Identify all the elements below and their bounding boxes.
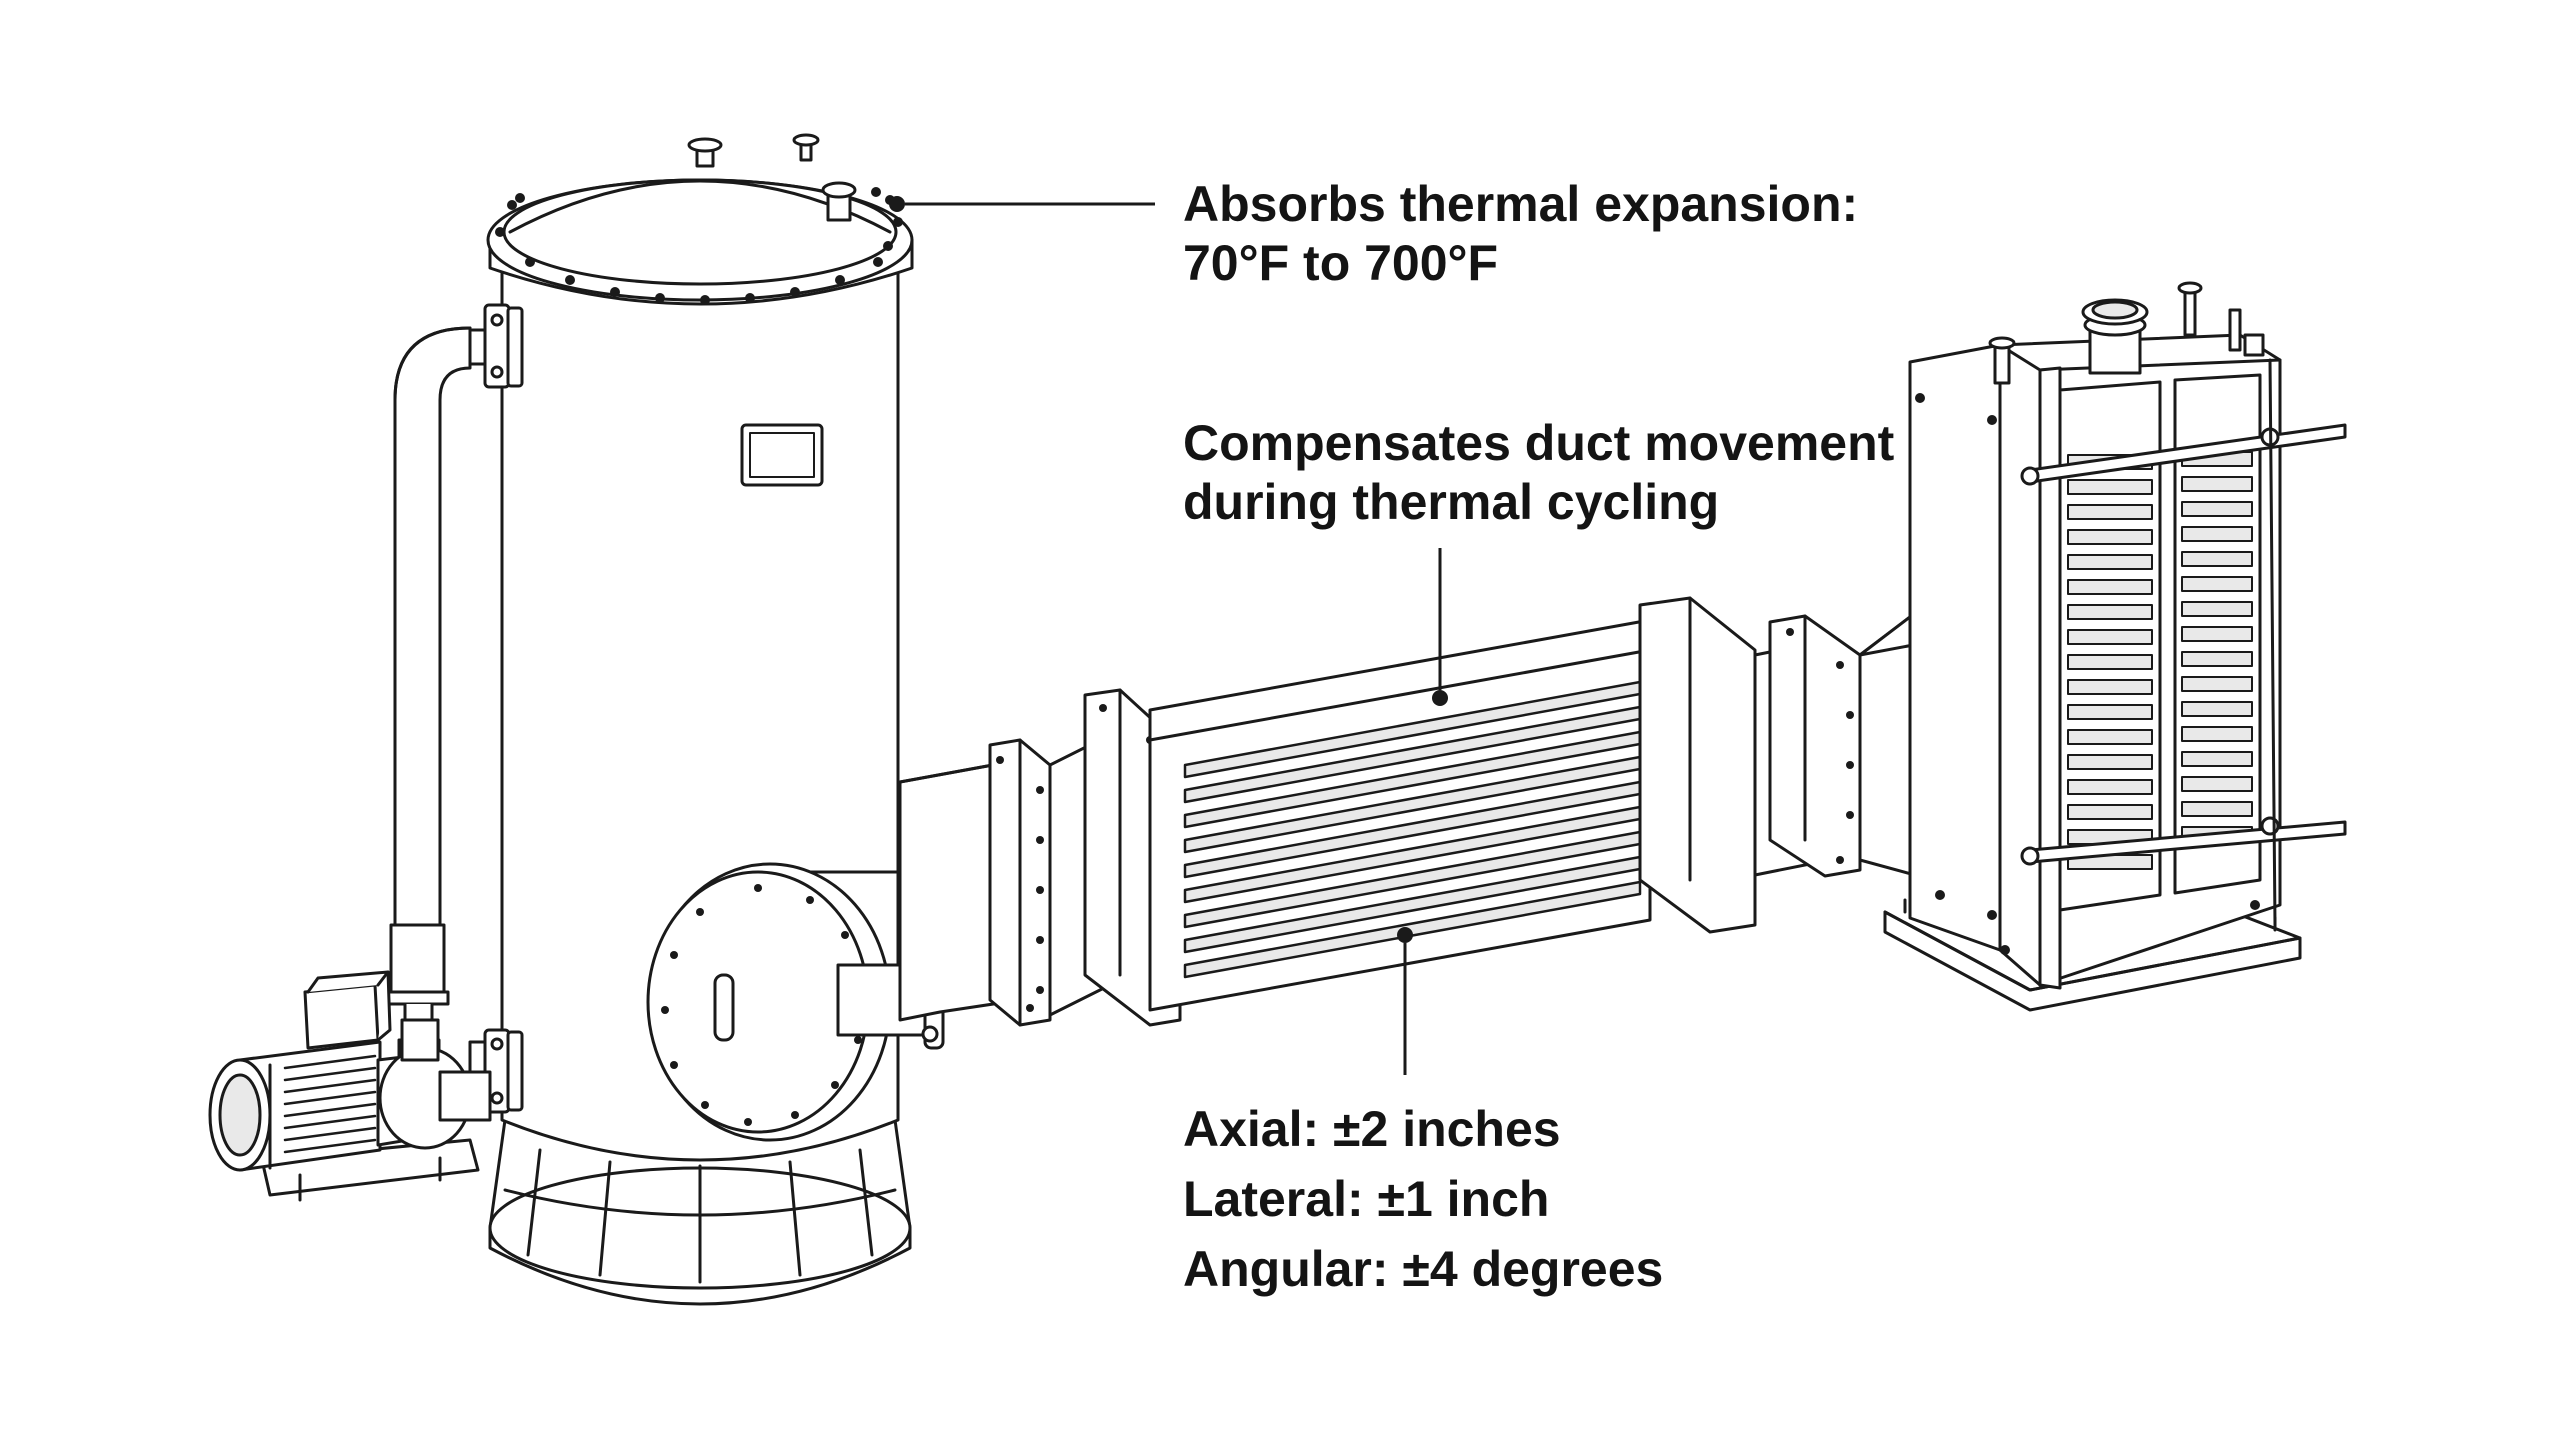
duct-callout-dot bbox=[1432, 690, 1448, 706]
tank-nameplate bbox=[740, 423, 824, 487]
duct-callout-line1: Compensates duct movement bbox=[1183, 415, 1895, 471]
expansion-callout: Absorbs thermal expansion: 70°F to 700°F bbox=[1183, 175, 1858, 293]
movement-callout: Axial: ±2 inches Lateral: ±1 inch Angula… bbox=[1183, 1094, 1663, 1304]
movement-callout-dot bbox=[1397, 927, 1413, 943]
tank-top-flange bbox=[486, 178, 914, 306]
joint-right-flange bbox=[1638, 596, 1757, 934]
expansion-callout-line2: 70°F to 700°F bbox=[1183, 235, 1499, 291]
movement-angular: Angular: ±4 degrees bbox=[1183, 1241, 1664, 1297]
plate-heat-exchanger bbox=[1883, 281, 2347, 1012]
duct-callout-line2: during thermal cycling bbox=[1183, 474, 1720, 530]
tank-top-nozzles bbox=[687, 133, 857, 222]
movement-axial: Axial: ±2 inches bbox=[1183, 1101, 1561, 1157]
exchanger-tie-rods bbox=[2020, 423, 2347, 866]
pump-motor bbox=[208, 970, 492, 1202]
tank-lower-nozzle bbox=[468, 1028, 524, 1114]
tank-upper-nozzle bbox=[466, 303, 524, 389]
leader-lines bbox=[905, 202, 1442, 1075]
duct-callout: Compensates duct movement during thermal… bbox=[1183, 414, 1894, 532]
tank-manway bbox=[646, 862, 902, 1142]
tank-skirt bbox=[488, 1118, 912, 1306]
expansion-callout-line1: Absorbs thermal expansion: bbox=[1183, 176, 1859, 232]
riser-pipe bbox=[385, 326, 472, 1072]
vertical-tank bbox=[466, 133, 945, 1306]
expansion-joint bbox=[1083, 596, 1757, 1027]
expansion-callout-dot bbox=[889, 196, 905, 212]
exchanger-nozzles bbox=[1988, 281, 2265, 385]
movement-lateral: Lateral: ±1 inch bbox=[1183, 1171, 1550, 1227]
